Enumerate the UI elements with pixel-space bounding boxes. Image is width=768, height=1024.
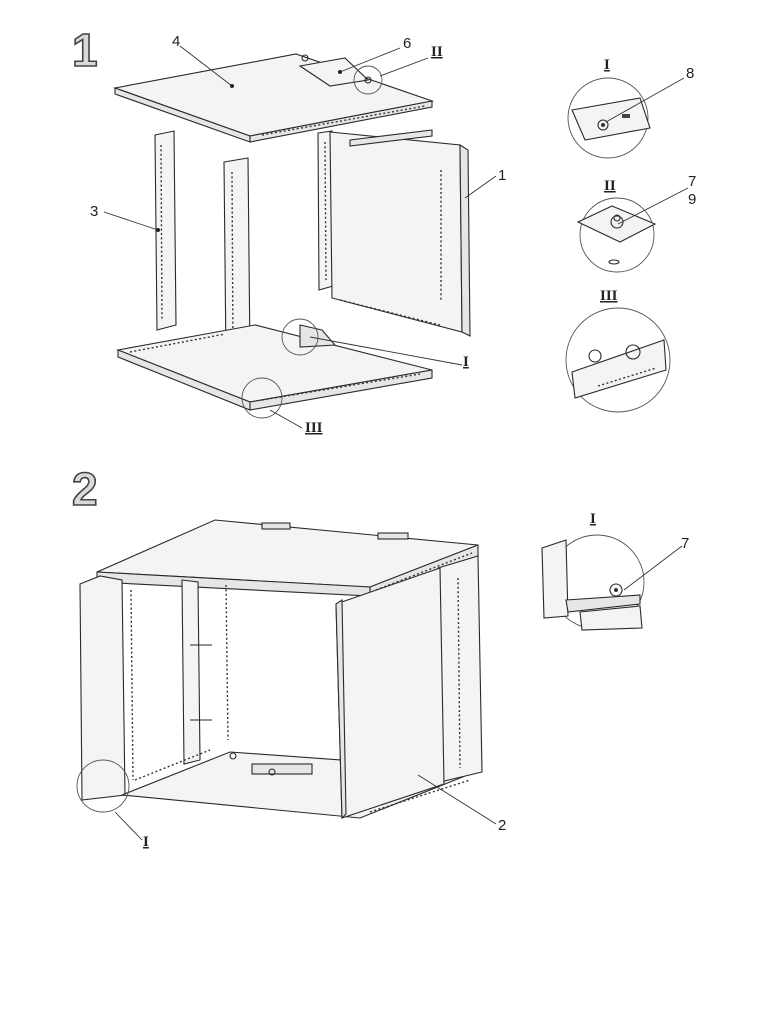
assembled-cabinet: [79, 519, 483, 820]
label-I-step2: I: [143, 834, 149, 850]
label-4: 4: [172, 33, 180, 50]
label-III-step1: III: [305, 420, 323, 436]
rail-inner: [317, 130, 334, 291]
hinge-bracket-top: [298, 54, 372, 87]
detail-II-label-7: 7: [688, 173, 696, 190]
detail-I-step2-title: I: [590, 511, 596, 527]
detail-I-step2: I 7: [541, 511, 689, 631]
rail-left: [154, 130, 177, 331]
detail-II: II 7 9: [576, 173, 696, 273]
step-number-1: 1: [72, 24, 98, 76]
label-II-step1: II: [431, 44, 443, 60]
exploded-cabinet: [112, 53, 471, 411]
detail-I: I 8: [567, 57, 694, 159]
detail-I-step2-label-7: 7: [681, 535, 689, 552]
step-number-2: 2: [72, 463, 98, 515]
detail-II-title: II: [604, 178, 616, 194]
side-panel: [329, 129, 471, 337]
detail-I-label-8: 8: [686, 65, 694, 82]
detail-I-title: I: [604, 57, 610, 73]
detail-II-label-9: 9: [688, 191, 696, 208]
callouts-step1: 4 6 II 1 3 I III: [90, 33, 506, 436]
label-3: 3: [90, 203, 98, 220]
detail-III: III: [565, 288, 671, 413]
base-frame: [116, 324, 433, 411]
top-panel: [112, 53, 435, 143]
label-1: 1: [498, 167, 506, 184]
label-6: 6: [403, 35, 411, 52]
callouts-step2: I 2: [76, 759, 506, 850]
label-2: 2: [498, 817, 506, 834]
detail-III-title: III: [600, 288, 618, 304]
label-I-step1: I: [463, 354, 469, 370]
